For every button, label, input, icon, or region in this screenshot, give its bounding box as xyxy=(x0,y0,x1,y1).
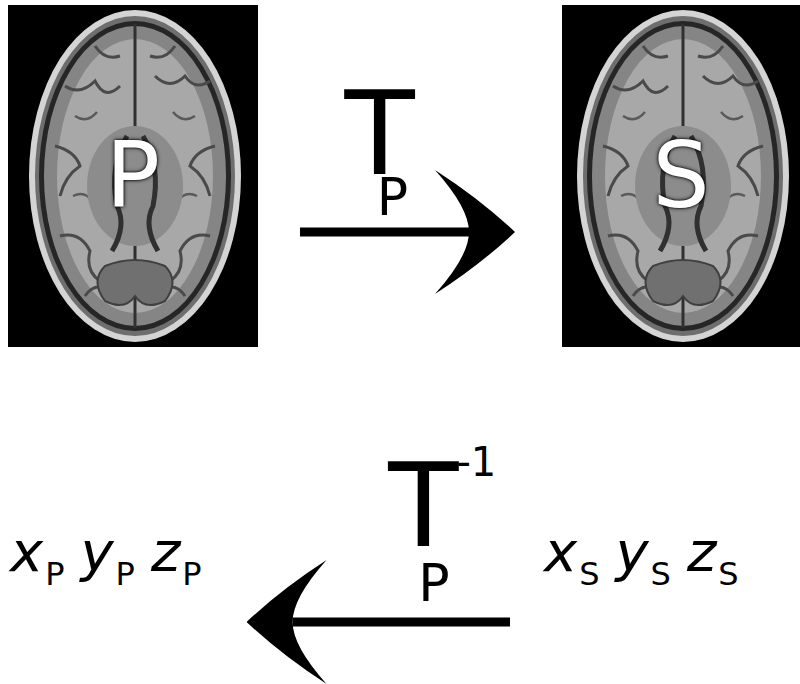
image-label: S xyxy=(652,131,709,221)
coordinate-symbol: x xyxy=(10,519,43,584)
coordinate-symbol: y xyxy=(80,519,113,584)
coordinate-set: xSySzS xyxy=(540,520,759,584)
coordinate-symbol: z xyxy=(687,519,716,584)
coordinate-subscript: S xyxy=(651,558,671,590)
transform-symbol: T xyxy=(388,458,458,556)
coordinate-symbol: x xyxy=(544,519,577,584)
transform-subscript: P xyxy=(418,560,449,607)
image-panel: S xyxy=(562,5,800,347)
transform-subscript: P xyxy=(377,174,408,221)
coordinate-subscript: P xyxy=(116,558,135,590)
coordinate-subscript: P xyxy=(182,558,201,590)
transform-arrow xyxy=(300,170,515,294)
image-panel: P xyxy=(8,5,258,347)
coordinate-subscript: P xyxy=(45,558,64,590)
coordinate-symbol: z xyxy=(151,519,180,584)
coordinate-subscript: S xyxy=(579,558,599,590)
coordinate-set: xPyPzP xyxy=(6,520,222,584)
inverse-superscript: -1 xyxy=(456,444,496,480)
coordinate-symbol: y xyxy=(615,519,648,584)
transform-arrow xyxy=(247,560,510,684)
coordinate-subscript: S xyxy=(718,558,738,590)
image-label: P xyxy=(106,131,160,221)
transform-symbol: T xyxy=(344,86,414,184)
